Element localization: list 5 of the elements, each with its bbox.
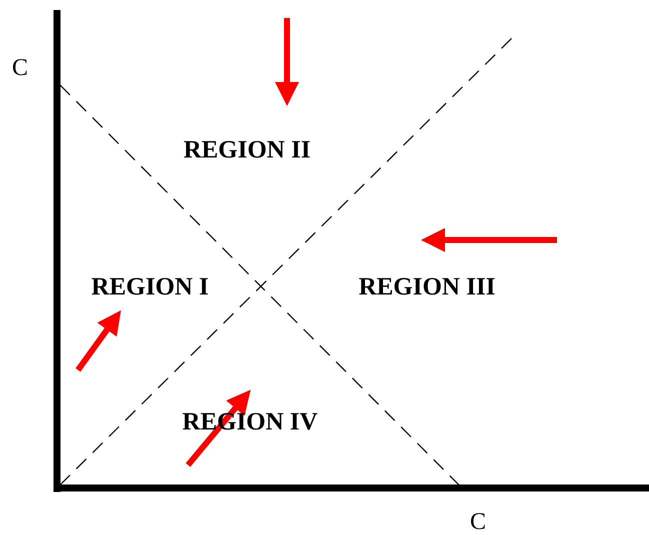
region-label: REGION I xyxy=(91,274,209,300)
axis-label: C xyxy=(12,56,28,80)
region-label: REGION III xyxy=(358,274,496,300)
region-label: REGION II xyxy=(183,138,311,162)
axis-label: C xyxy=(470,510,486,534)
